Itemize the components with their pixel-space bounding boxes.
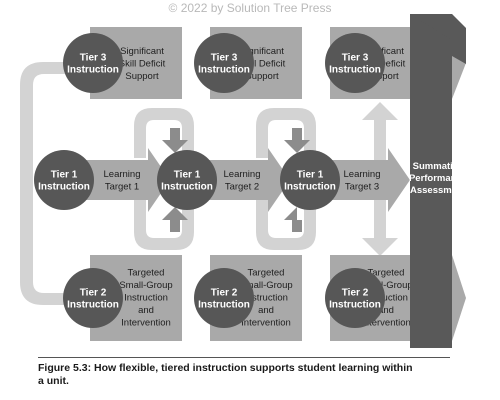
figure-caption: Figure 5.3: How flexible, tiered instruc…	[38, 362, 458, 388]
summative-assessment-bar	[410, 14, 466, 348]
left-loop-connector	[20, 62, 65, 305]
copyright-text: © 2022 by Solution Tree Press	[168, 1, 332, 15]
loop-connector-1	[134, 108, 194, 158]
loop-connector-1b	[134, 200, 194, 250]
arrow-down-1	[162, 128, 188, 153]
arrow-down-2	[284, 128, 310, 153]
caption-line-1: Figure 5.3: How flexible, tiered instruc…	[38, 362, 413, 374]
arrow-up-2	[284, 207, 310, 232]
loop-connector-2	[256, 108, 316, 158]
caption-line-2: a unit.	[38, 375, 69, 387]
loop-connector-2b	[256, 200, 316, 250]
caption-rule	[38, 357, 450, 358]
arrow-up-1	[162, 207, 188, 232]
